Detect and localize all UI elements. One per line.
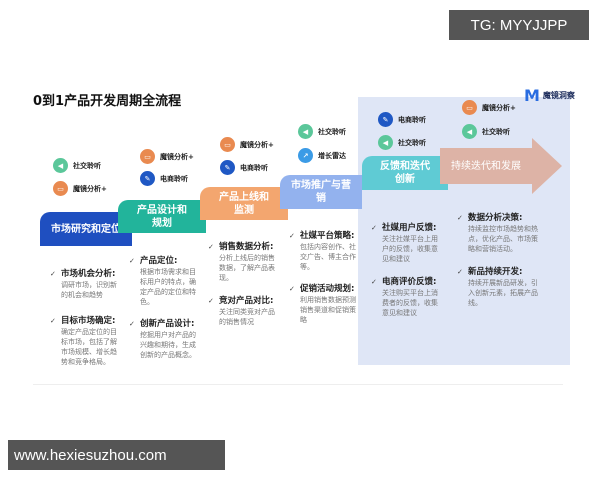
tool-mirror-analysis: ▭ 魔镜分析+ [462, 100, 516, 115]
bullet-heading: 新品持续开发: [457, 266, 546, 278]
bullet-heading: 社媒用户反馈: [371, 222, 460, 234]
bullet-heading: 目标市场确定: [50, 315, 139, 327]
tool-mirror-analysis: ▭ 魔镜分析+ [140, 149, 194, 164]
tool-label: 社交聆听 [398, 138, 426, 147]
edit-icon: ✎ [378, 112, 393, 127]
stage-continuous: 持续迭代和发展 [451, 160, 521, 172]
bullet-text: 根据市场需求和目标用户的特点，确定产品的定位和特色。 [140, 268, 196, 306]
screen-icon: ▭ [140, 149, 155, 164]
stage-feedback: 反馈和迭代创新 [362, 156, 448, 190]
bullet-text: 持续开展新品研发，引入创新元素，拓展产品线。 [468, 279, 538, 307]
bullet-item: 促销活动规划:利用销售数据预测销售渠道和促销策略 [289, 283, 378, 325]
arrow-shape [440, 138, 562, 194]
tool-label: 魔镜分析+ [240, 140, 274, 149]
bullet-item: 目标市场确定:确定产品定位的目标市场，包括了解市场规模、增长趋势和竞争格局。 [50, 315, 139, 367]
speaker-icon: ◀ [462, 124, 477, 139]
stage-market-research: 市场研究和定位 [40, 212, 132, 246]
chart-icon: ↗ [298, 148, 313, 163]
stage-promotion: 市场推广与营销 [280, 175, 362, 209]
bullet-item: 社媒平台策略:包括内容创作、社交广告、博主合作等。 [289, 230, 378, 272]
tool-social-listening: ◀ 社交聆听 [53, 158, 101, 173]
tool-label: 魔镜分析+ [160, 152, 194, 161]
bullet-text: 关注同类竞对产品的销售情况 [219, 308, 275, 326]
bullet-text: 持续监控市场趋势和热点，优化产品、市场策略和营销活动。 [468, 225, 538, 253]
speaker-icon: ◀ [53, 158, 68, 173]
watermark-site: www.hexiesuzhou.com [8, 440, 225, 470]
footer-divider [33, 384, 563, 385]
bullet-item: 新品持续开发:持续开展新品研发，引入创新元素，拓展产品线。 [457, 266, 546, 308]
edit-icon: ✎ [220, 160, 235, 175]
bullet-heading: 市场机会分析: [50, 268, 139, 280]
screen-icon: ▭ [53, 181, 68, 196]
tool-ecom-listening: ✎ 电商聆听 [378, 112, 426, 127]
screen-icon: ▭ [462, 100, 477, 115]
tool-mirror-analysis: ▭ 魔镜分析+ [220, 137, 274, 152]
tool-label: 魔镜分析+ [73, 184, 107, 193]
logo-name: 魔镜洞察 [542, 91, 575, 100]
bullet-item: 竞对产品对比:关注同类竞对产品的销售情况 [208, 295, 297, 327]
tool-ecom-listening: ✎ 电商聆听 [140, 171, 188, 186]
tool-social-listening: ◀ 社交聆听 [378, 135, 426, 150]
bullet-heading: 产品定位: [129, 255, 218, 267]
bullet-heading: 社媒平台策略: [289, 230, 378, 242]
bullet-text: 分析上线后的销售数据，了解产品表现。 [219, 254, 275, 282]
tool-label: 电商聆听 [160, 174, 188, 183]
tool-label: 社交聆听 [482, 127, 510, 136]
bullet-item: 创新产品设计:挖掘用户对产品的兴趣和期待，生成创新的产品概念。 [129, 318, 218, 360]
bullet-item: 电商评价反馈:关注购买平台上消费者的反馈，收集意见和建议 [371, 276, 460, 318]
bullet-item: 产品定位:根据市场需求和目标用户的特点，确定产品的定位和特色。 [129, 255, 218, 307]
stage-product-design: 产品设计和规划 [118, 200, 206, 233]
watermark-tg: TG: MYYJJPP [449, 10, 589, 40]
tool-label: 增长雷达 [318, 151, 346, 160]
bullet-heading: 竞对产品对比: [208, 295, 297, 307]
tool-label: 社交聆听 [73, 161, 101, 170]
tool-label: 社交聆听 [318, 127, 346, 136]
speaker-icon: ◀ [378, 135, 393, 150]
bullet-text: 关注社媒平台上用户的反馈，收集意见和建议 [382, 235, 438, 263]
bullet-heading: 销售数据分析: [208, 241, 297, 253]
bullet-heading: 电商评价反馈: [371, 276, 460, 288]
bullet-text: 利用销售数据预测销售渠道和促销策略 [300, 296, 356, 324]
bullet-item: 销售数据分析:分析上线后的销售数据，了解产品表现。 [208, 241, 297, 283]
tool-ecom-listening: ✎ 电商聆听 [220, 160, 268, 175]
tool-label: 魔镜分析+ [482, 103, 516, 112]
tool-mirror-analysis: ▭ 魔镜分析+ [53, 181, 107, 196]
screen-icon: ▭ [220, 137, 235, 152]
stage-launch-monitor: 产品上线和监测 [200, 187, 288, 220]
tool-label: 电商聆听 [398, 115, 426, 124]
page-title: 0到1产品开发周期全流程 [33, 94, 182, 109]
bullet-text: 关注购买平台上消费者的反馈，收集意见和建议 [382, 289, 438, 317]
logo-mark: M [524, 86, 540, 105]
bullet-text: 挖掘用户对产品的兴趣和期待，生成创新的产品概念。 [140, 331, 196, 359]
bullet-item: 社媒用户反馈:关注社媒平台上用户的反馈，收集意见和建议 [371, 222, 460, 264]
bullet-heading: 创新产品设计: [129, 318, 218, 330]
bullet-text: 确定产品定位的目标市场，包括了解市场规模、增长趋势和竞争格局。 [61, 328, 117, 366]
bullet-text: 调研市场，识别新的机会和趋势 [61, 281, 117, 299]
tool-social-listening: ◀ 社交聆听 [462, 124, 510, 139]
speaker-icon: ◀ [298, 124, 313, 139]
tool-label: 电商聆听 [240, 163, 268, 172]
bullet-heading: 数据分析决策: [457, 212, 546, 224]
tool-growth-radar: ↗ 增长雷达 [298, 148, 346, 163]
bullet-item: 数据分析决策:持续监控市场趋势和热点，优化产品、市场策略和营销活动。 [457, 212, 546, 254]
bullet-text: 包括内容创作、社交广告、博主合作等。 [300, 243, 356, 271]
tool-social-listening: ◀ 社交聆听 [298, 124, 346, 139]
bullet-item: 市场机会分析:调研市场，识别新的机会和趋势 [50, 268, 139, 300]
bullet-heading: 促销活动规划: [289, 283, 378, 295]
edit-icon: ✎ [140, 171, 155, 186]
